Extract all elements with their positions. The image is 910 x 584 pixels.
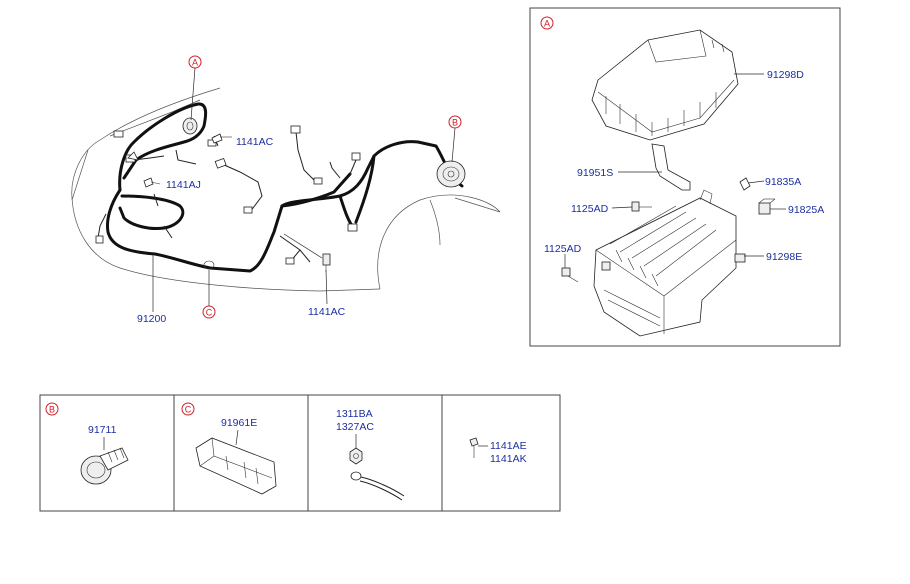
label-ground-1: 1311BA [336,408,373,420]
fuse-box-body [593,189,746,337]
callout-b-main: B [448,115,462,129]
bolt-1141ae-icon [469,437,479,458]
screw-1125ad-upper-icon [631,201,652,212]
svg-text:A: A [192,58,198,68]
svg-text:C: C [185,405,192,415]
harness-connectors [95,125,361,265]
label-ground-2: 1327AC [336,421,374,433]
label-harness: 91200 [137,313,166,325]
grommet-91711-icon [80,447,129,485]
callout-c-detail: C [181,402,195,416]
label-fuse-a: 91835A [765,176,801,188]
callout-a-detail: A [540,16,554,30]
label-bolt-2: 1141AK [490,453,527,465]
bolt-1141ac-top-icon [211,133,232,144]
vehicle-body-outline [71,87,501,292]
relay-91825a-icon [758,198,776,215]
bolt-1125ad-lower-icon [561,267,579,283]
detail-a-leader-lines [564,73,786,268]
svg-text:B: B [452,118,458,128]
wiring-harness [106,102,464,273]
label-bracket: 91951S [577,167,613,179]
label-screw: 1125AD [571,203,609,215]
fuse-box-cover [591,29,739,141]
svg-text:B: B [49,405,55,415]
detail-a-frame [529,7,841,347]
label-bolt-left: 1141AJ [166,179,201,191]
label-cover: 91298D [767,69,804,81]
main-leader-lines [152,67,456,312]
callout-b-detail: B [45,402,59,416]
label-clip: 91961E [221,417,257,429]
clip-leader [235,429,239,446]
fuse-91835a-icon [739,177,751,191]
label-relay: 91825A [788,204,824,216]
bracket-91951s [651,143,691,191]
ground-nut-icon [349,447,363,465]
svg-text:C: C [206,308,213,318]
ground-cable-icon [350,471,405,501]
grommet-b-in-view [436,160,466,188]
label-grommet: 91711 [88,424,117,436]
clip-91961e-icon [195,437,277,495]
label-bolt-bottom: 1141AC [308,306,346,318]
label-bolt-1: 1141AE [490,440,527,452]
clip-c-in-view [203,260,215,270]
label-bolt-lower: 1125AD [544,243,582,255]
callout-c-main: C [202,305,216,319]
callout-a-main: A [188,55,202,69]
bolt-1141aj-icon [143,177,161,188]
svg-text:A: A [544,19,550,29]
label-box: 91298E [766,251,802,263]
bottom-detail-panel [39,394,561,512]
harness-branch-wires [97,131,357,263]
label-bolt-top: 1141AC [236,136,274,148]
grommet-a-in-view [182,117,198,135]
bolt-1141ac-bottom-icon [322,253,331,272]
